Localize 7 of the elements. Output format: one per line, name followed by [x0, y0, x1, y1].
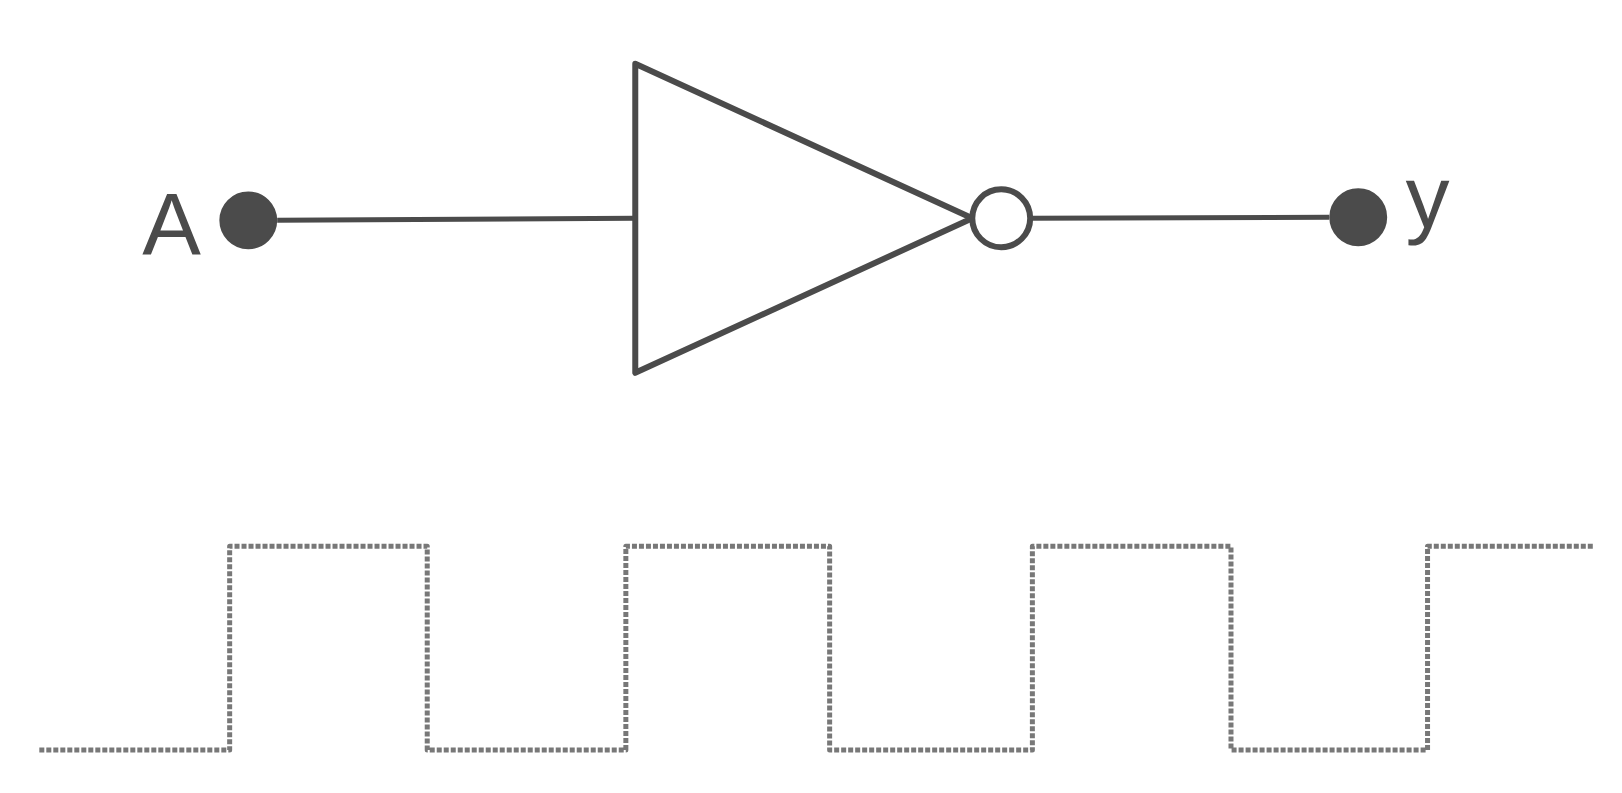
terminal-label: A [142, 194, 201, 255]
wire [1030, 214, 1330, 221]
wire [277, 215, 636, 223]
terminal-label: y [1405, 180, 1450, 246]
terminal-dot [1329, 188, 1388, 247]
terminal-dot [219, 191, 278, 250]
not-gate-symbol [632, 60, 1034, 376]
